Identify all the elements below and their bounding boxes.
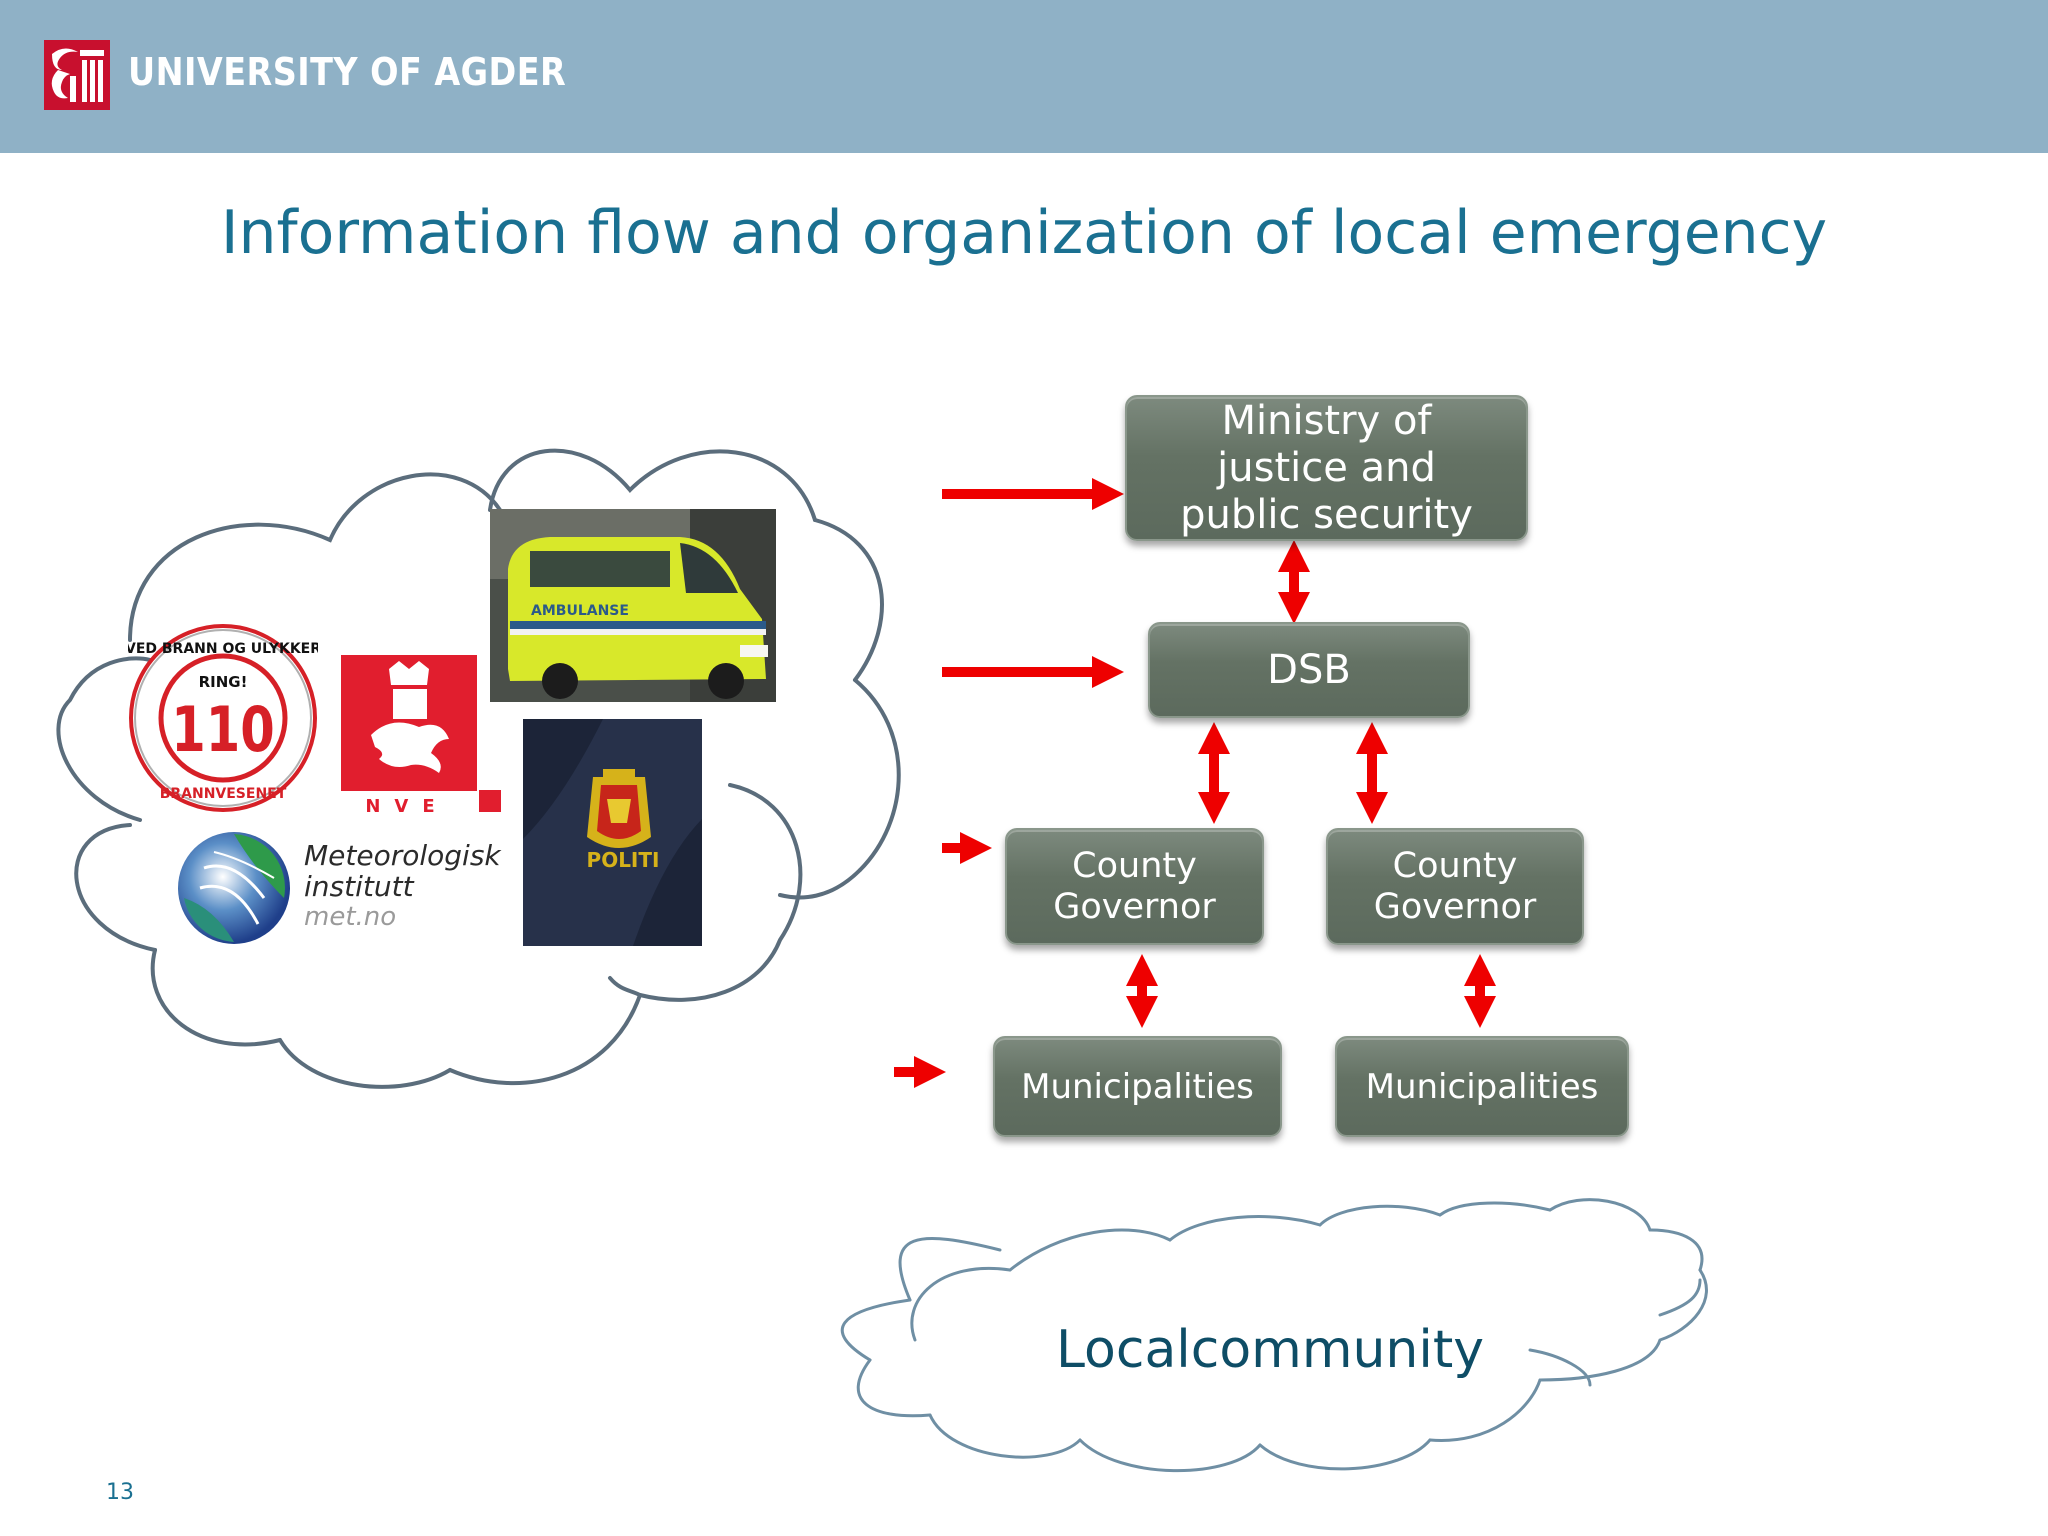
- nve-logo: NVE: [341, 655, 477, 815]
- node-municipalities-left-label: Municipalities: [1021, 1066, 1254, 1107]
- node-ministry: Ministry of justice and public security: [1125, 395, 1528, 541]
- node-municipalities-left: Municipalities: [993, 1036, 1282, 1137]
- nve-label: NVE: [365, 796, 448, 815]
- logo-110-number: 110: [171, 695, 275, 767]
- met-logo-text: Meteorologisk institutt met.no: [304, 840, 501, 933]
- node-municipalities-right: Municipalities: [1335, 1036, 1629, 1137]
- slide-title: Information flow and organization of loc…: [220, 198, 1828, 268]
- university-logo-icon: [44, 40, 110, 110]
- ambulance-label: AMBULANSE: [531, 603, 629, 619]
- police-label: POLITI: [587, 848, 660, 872]
- node-county-governor-right-label: County Governor: [1373, 845, 1537, 927]
- nve-corner-mark: [479, 790, 501, 812]
- logo-110-top-text: VED BRANN OG ULYKKER: [128, 641, 318, 657]
- police-photo: POLITI: [523, 719, 702, 946]
- node-county-governor-left: County Governor: [1005, 828, 1264, 945]
- flow-arrows: [894, 477, 1497, 1089]
- slide-number: 13: [106, 1480, 134, 1505]
- community-label: Localcommunity: [1055, 1320, 1484, 1380]
- ambulance-photo: AMBULANSE: [490, 509, 776, 702]
- met-line1: Meteorologisk: [304, 839, 501, 872]
- header-bar: [0, 0, 2048, 153]
- sources-cloud: [56, 448, 901, 1089]
- fire-110-logo: RING! 110 VED BRANN OG ULYKKER BRANNVESE…: [128, 624, 318, 812]
- met-line2: institutt: [304, 870, 414, 903]
- node-county-governor-right: County Governor: [1326, 828, 1584, 945]
- node-ministry-label: Ministry of justice and public security: [1180, 397, 1473, 538]
- node-county-governor-left-label: County Governor: [1053, 845, 1216, 927]
- met-domain: met.no: [304, 902, 397, 932]
- brand-name: UNIVERSITY OF AGDER: [128, 50, 567, 94]
- node-municipalities-right-label: Municipalities: [1365, 1066, 1599, 1107]
- node-dsb: DSB: [1148, 622, 1470, 718]
- community-cloud: [840, 1198, 1708, 1473]
- met-globe-icon: [178, 832, 290, 944]
- logo-110-ring: RING!: [199, 673, 248, 691]
- logo-110-bottom-text: BRANNVESENET: [160, 786, 287, 802]
- node-dsb-label: DSB: [1267, 647, 1351, 693]
